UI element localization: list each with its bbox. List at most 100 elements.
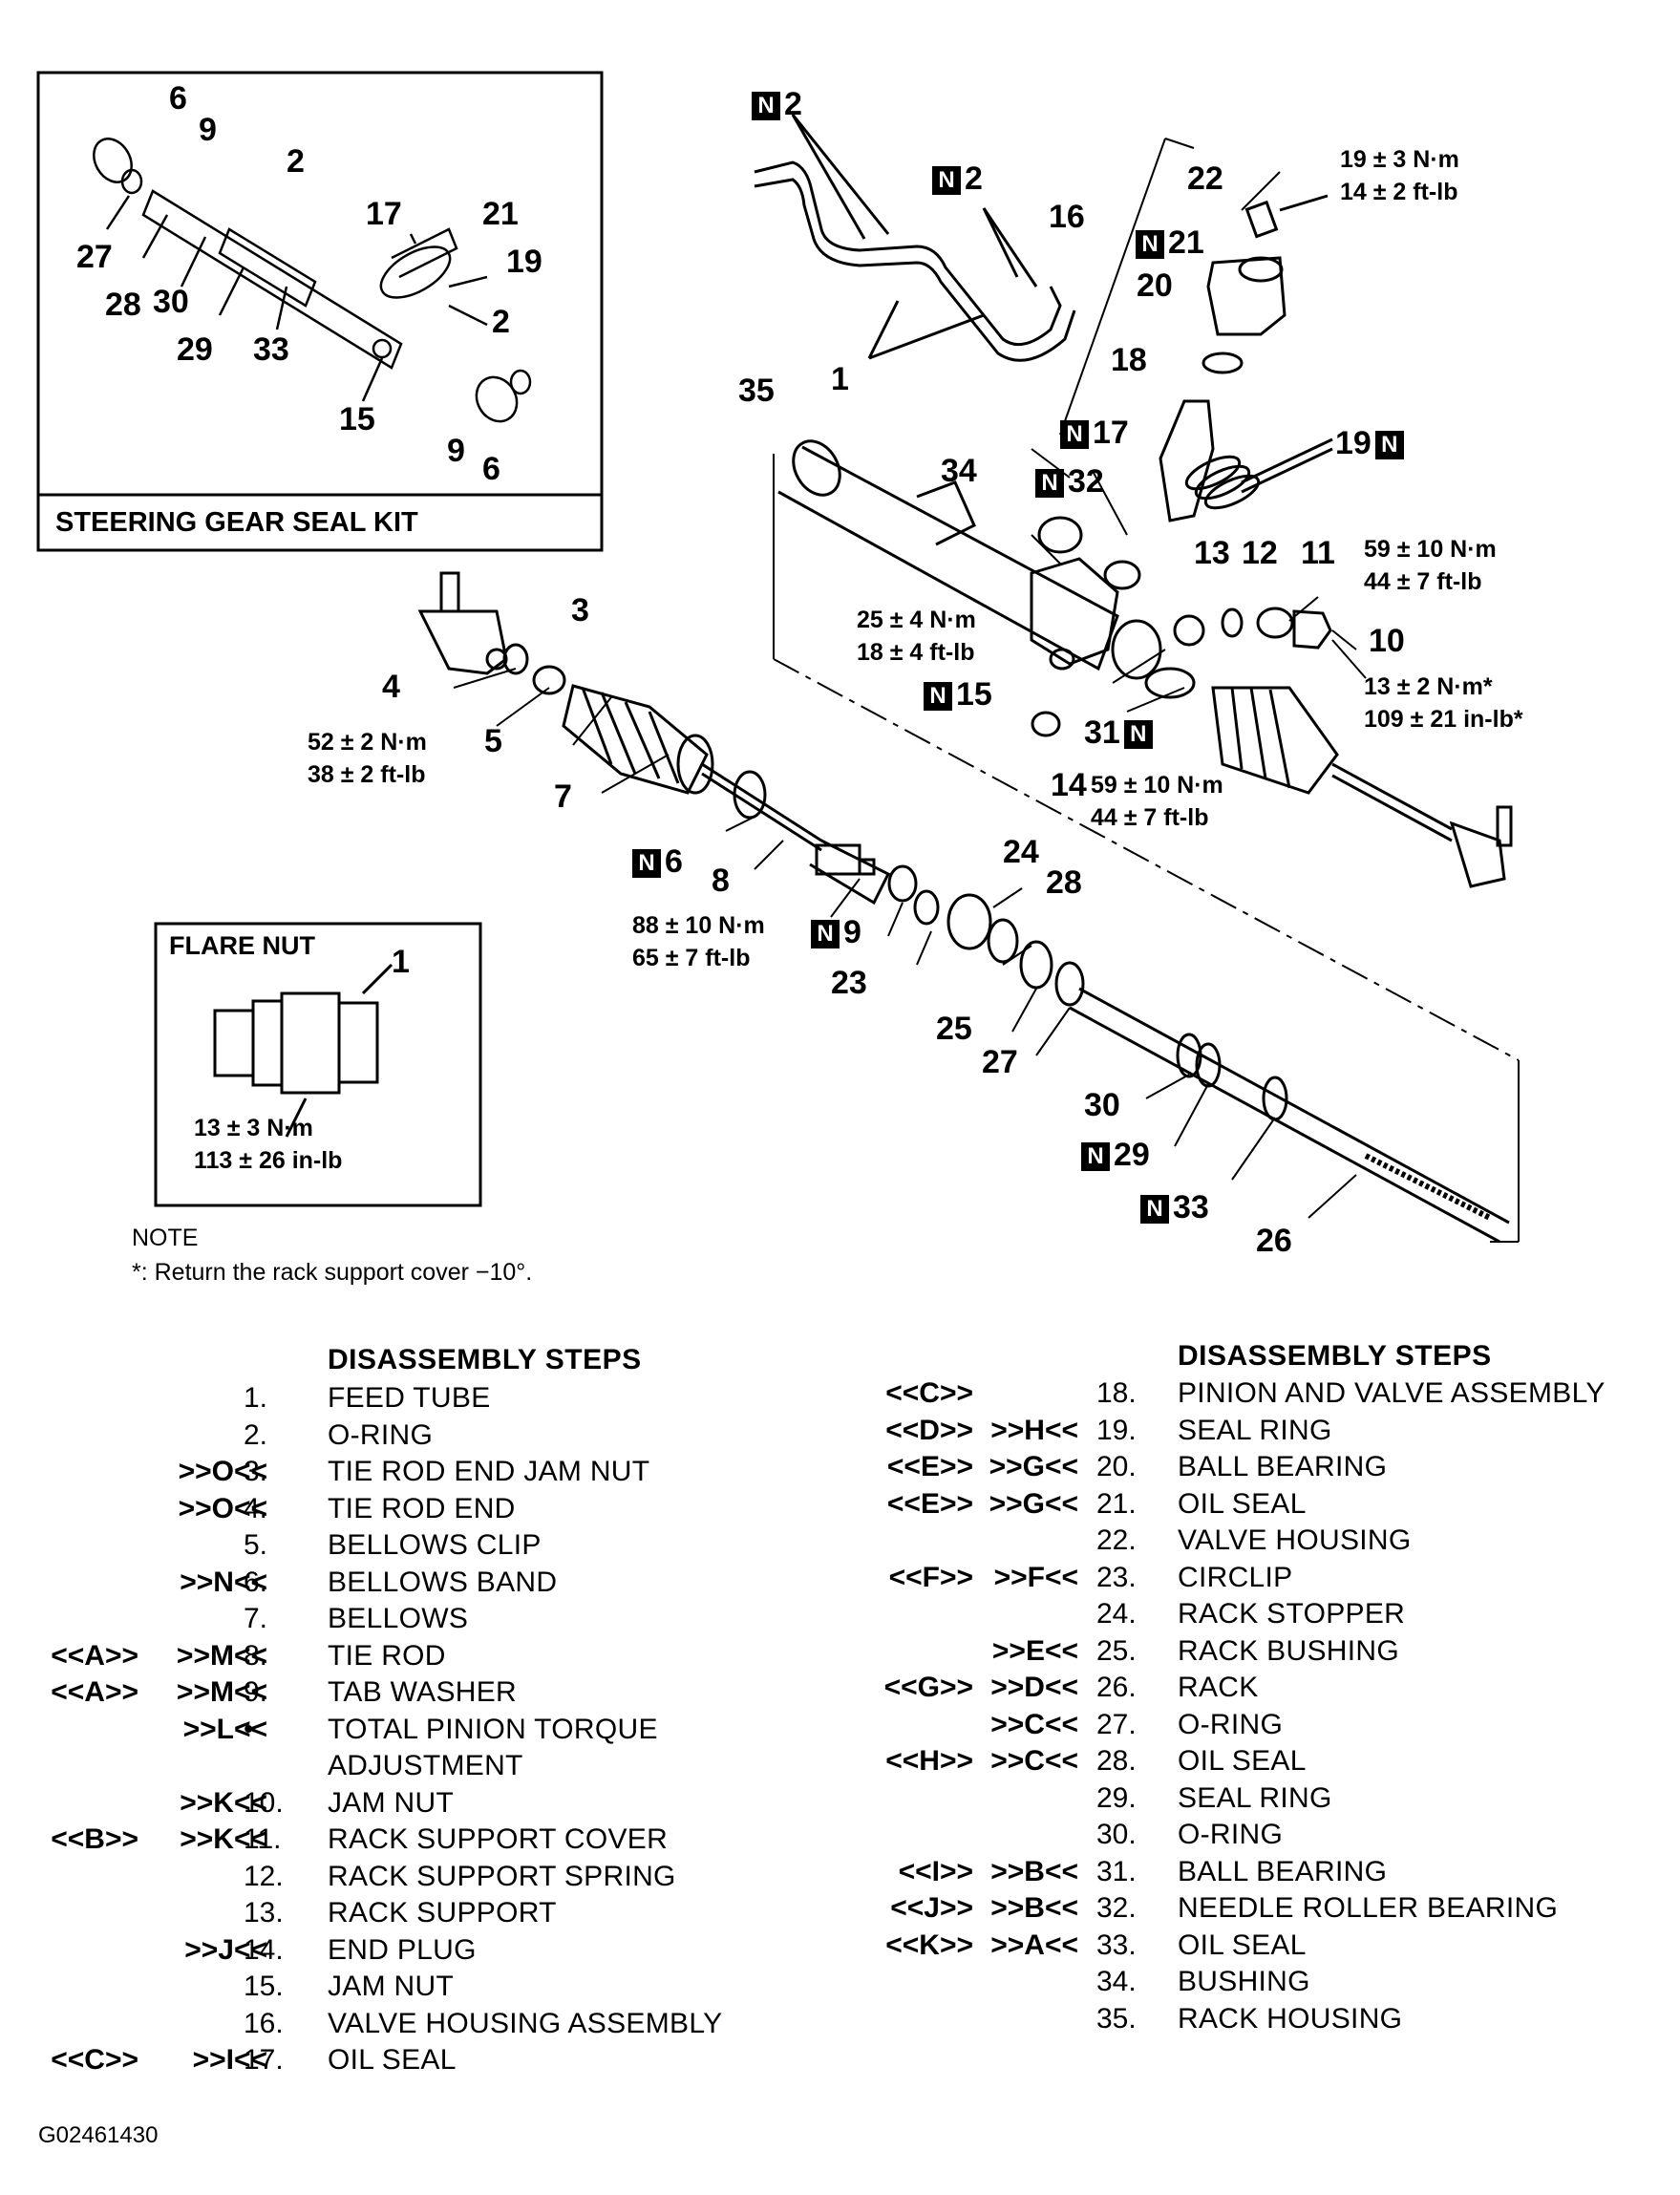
step-number: 1. bbox=[244, 1382, 268, 1414]
step-text: OIL SEAL bbox=[328, 2044, 457, 2076]
step-ref-b: >>H<< bbox=[990, 1414, 1078, 1446]
n-badge: N bbox=[1136, 230, 1164, 260]
step-row: 35.RACK HOUSING bbox=[0, 2001, 1680, 2038]
step-text: RACK SUPPORT COVER bbox=[328, 1823, 669, 1855]
step-text: TAB WASHER bbox=[328, 1676, 518, 1708]
step-ref-a: <<A>> bbox=[51, 1639, 138, 1672]
rack-sketch bbox=[1069, 987, 1510, 1244]
callout-14: 14 bbox=[1051, 767, 1087, 803]
callout-30: 30 bbox=[1084, 1087, 1120, 1123]
step-ref-b: >>B<< bbox=[990, 1855, 1078, 1887]
step-text: BUSHING bbox=[1178, 1966, 1310, 1997]
step-text: RACK SUPPORT SPRING bbox=[328, 1860, 676, 1892]
callout-22: 22 bbox=[1187, 160, 1223, 197]
step-number: 27. bbox=[1096, 1708, 1137, 1740]
callout-34: 34 bbox=[941, 453, 977, 489]
step-row: 16. VALVE HOUSING ASSEMBLY bbox=[0, 2006, 821, 2043]
torque-22-nm: 19 ± 3 N·m bbox=[1340, 146, 1459, 173]
step-number: 12. bbox=[244, 1860, 284, 1892]
step-row: 1.FEED TUBE bbox=[0, 1380, 821, 1417]
step-number: 7. bbox=[244, 1603, 268, 1634]
step-row: ADJUSTMENT bbox=[0, 1748, 821, 1785]
step-row: >>N<<6.BELLOWS BAND bbox=[0, 1565, 821, 1602]
step-number: 16. bbox=[244, 2007, 284, 2039]
step-row: <<A>>>>M<<9.TAB WASHER bbox=[0, 1674, 821, 1712]
step-text: TIE ROD bbox=[328, 1639, 446, 1672]
inset-label-17: 17 bbox=[366, 196, 402, 232]
step-text: RACK bbox=[1178, 1672, 1259, 1703]
steps-right-heading: DISASSEMBLY STEPS bbox=[1178, 1340, 1492, 1372]
torque-10-nm: 13 ± 2 N·m* bbox=[1364, 673, 1493, 700]
step-text: BALL BEARING bbox=[1178, 1451, 1388, 1482]
callout-3: 3 bbox=[571, 592, 589, 629]
flare-nut-sketch bbox=[213, 963, 393, 1138]
inset-label-29: 29 bbox=[177, 331, 213, 368]
figure-code: G02461430 bbox=[38, 2122, 159, 2148]
step-ref-a: <<F>> bbox=[888, 1561, 973, 1593]
callout-28: 28 bbox=[1046, 864, 1082, 901]
step-text: BELLOWS BAND bbox=[328, 1566, 558, 1598]
seal-kit-sketch bbox=[93, 138, 532, 423]
note-text: *: Return the rack support cover −10°. bbox=[132, 1259, 533, 1286]
step-text: VALVE HOUSING bbox=[1178, 1524, 1412, 1556]
step-number: 29. bbox=[1096, 1781, 1137, 1814]
step-text: TOTAL PINION TORQUE bbox=[328, 1713, 658, 1745]
step-ref-a: <<B>> bbox=[51, 1823, 138, 1855]
step-row: 13.RACK SUPPORT bbox=[0, 1895, 821, 1932]
step-row: <<H>>>>C<<28.OIL SEAL bbox=[0, 1743, 1680, 1780]
step-row: 7.BELLOWS bbox=[0, 1601, 821, 1638]
step-text: BALL BEARING bbox=[1178, 1855, 1388, 1887]
step-number: 20. bbox=[1096, 1451, 1137, 1482]
feed-tube-sketch bbox=[754, 114, 1076, 362]
step-number: 35. bbox=[1096, 2002, 1137, 2035]
n-badge: N bbox=[1081, 1142, 1110, 1172]
callout-18: 18 bbox=[1111, 342, 1147, 378]
step-ref-b: >>C<< bbox=[990, 1745, 1078, 1777]
step-text: OIL SEAL bbox=[1178, 1487, 1307, 1520]
step-text: OIL SEAL bbox=[1178, 1745, 1307, 1777]
step-text: VALVE HOUSING ASSEMBLY bbox=[328, 2007, 723, 2039]
step-row: <<K>>>>A<<33.OIL SEAL bbox=[0, 1928, 1680, 1965]
step-number: 13. bbox=[244, 1897, 284, 1929]
step-row: 2.O-RING bbox=[0, 1417, 821, 1455]
step-text: TIE ROD END bbox=[328, 1492, 516, 1524]
step-row: >>J<<14.END PLUG bbox=[0, 1932, 821, 1970]
flare-nut-caption: FLARE NUT bbox=[169, 931, 315, 960]
step-ref-a: <<H>> bbox=[885, 1745, 973, 1777]
step-number: 3. bbox=[244, 1456, 268, 1487]
seal-kit-inset-frame bbox=[36, 71, 604, 552]
n-badge: N bbox=[1123, 720, 1153, 750]
step-row: <<C>>>>I<<17.OIL SEAL bbox=[0, 2042, 821, 2079]
rack-support-parts-sketch bbox=[1031, 607, 1332, 737]
inset-label-28: 28 bbox=[105, 287, 141, 323]
step-ref-b: >>D<< bbox=[990, 1672, 1078, 1703]
inset-label-2-right: 2 bbox=[492, 304, 510, 340]
step-number: 8. bbox=[244, 1639, 268, 1672]
inset-label-6-top: 6 bbox=[169, 80, 187, 117]
step-ref-b: >>I<< bbox=[192, 2044, 267, 2076]
inset-label-9-top: 9 bbox=[199, 112, 217, 148]
step-text: PINION AND VALVE ASSEMBLY bbox=[1178, 1377, 1606, 1409]
step-ref-b: >>A<< bbox=[990, 1929, 1078, 1961]
torque-14-ftlb: 44 ± 7 ft-lb bbox=[1091, 804, 1209, 831]
torque-11-nm: 59 ± 10 N·m bbox=[1364, 536, 1497, 563]
step-row: <<I>>>>B<<31.BALL BEARING bbox=[0, 1854, 1680, 1891]
left-tie-rod-bellows-sketch bbox=[417, 571, 891, 906]
n-badge: N bbox=[632, 849, 661, 879]
step-text: CIRCLIP bbox=[1178, 1561, 1293, 1593]
flare-nut-inset-frame bbox=[154, 922, 482, 1207]
steps-right-list: <<C>>18.PINION AND VALVE ASSEMBLY<<D>>>>… bbox=[0, 1375, 1680, 2037]
inset-label-27: 27 bbox=[76, 239, 113, 275]
callout-35: 35 bbox=[738, 373, 775, 409]
step-row: <<F>>>>F<<23.CIRCLIP bbox=[0, 1560, 1680, 1597]
torque-15-ftlb: 18 ± 4 ft-lb bbox=[857, 639, 975, 666]
callout-24: 24 bbox=[1003, 834, 1039, 870]
step-ref-a: <<K>> bbox=[885, 1929, 973, 1961]
step-text: NEEDLE ROLLER BEARING bbox=[1178, 1892, 1559, 1924]
torque-22-ftlb: 14 ± 2 ft-lb bbox=[1340, 179, 1458, 205]
step-ref-b: >>E<< bbox=[991, 1634, 1078, 1667]
